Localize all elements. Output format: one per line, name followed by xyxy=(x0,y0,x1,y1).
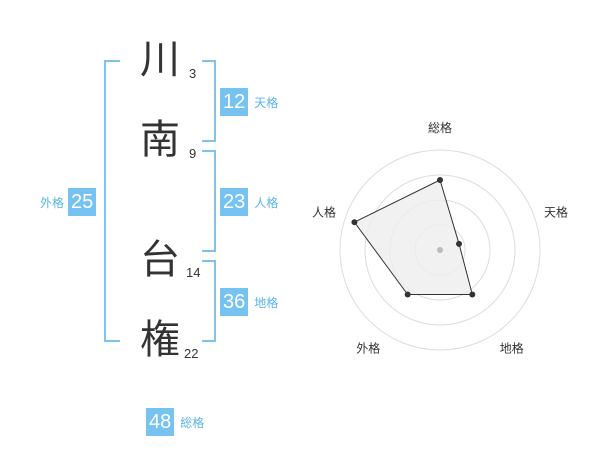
stroke-count-2: 9 xyxy=(189,146,197,161)
chikaku-badge: 36 地格 xyxy=(220,288,278,316)
stroke-count-1: 3 xyxy=(189,66,197,81)
radar-point-1 xyxy=(437,177,443,183)
radar-axis-label: 総格 xyxy=(428,120,452,135)
radar-grid-ring xyxy=(339,149,541,351)
name-char-1: 川 xyxy=(140,37,180,83)
radar-point-4 xyxy=(404,291,411,298)
jinkaku-badge: 23 人格 xyxy=(220,188,278,216)
name-char-2: 南 xyxy=(140,117,180,163)
radar-point-2 xyxy=(456,240,463,247)
radar-point-3 xyxy=(469,291,476,298)
name-char-3: 台 xyxy=(140,237,180,283)
jinkaku-value: 23 xyxy=(220,188,249,216)
tenkaku-label: 天格 xyxy=(254,95,279,110)
radar-point-5 xyxy=(351,219,358,226)
chikaku-bracket xyxy=(202,260,216,342)
stroke-count-4: 22 xyxy=(184,346,199,361)
soukaku-value: 48 xyxy=(146,408,175,436)
radar-grid-ring xyxy=(364,174,516,326)
soukaku-label: 総格 xyxy=(180,415,205,430)
radar-axis-label: 地格 xyxy=(500,341,524,356)
chikaku-label: 地格 xyxy=(254,295,279,310)
gaikaku-label: 外格 xyxy=(40,195,65,210)
chikaku-value: 36 xyxy=(220,288,249,316)
name-char-4: 権 xyxy=(140,317,180,363)
jinkaku-bracket xyxy=(202,150,216,252)
gaikaku-bracket xyxy=(104,60,120,342)
stroke-count-3: 14 xyxy=(186,265,201,280)
radar-axis-label: 天格 xyxy=(544,204,568,219)
gaikaku-value: 25 xyxy=(68,188,97,216)
tenkaku-badge: 12 天格 xyxy=(220,88,278,116)
radar-axis-label: 人格 xyxy=(312,204,336,219)
gaikaku-badge: 外格 25 xyxy=(40,188,97,216)
tenkaku-bracket xyxy=(202,60,216,142)
soukaku-badge: 48 総格 xyxy=(146,408,204,436)
radar-axis-label: 外格 xyxy=(356,341,380,356)
tenkaku-value: 12 xyxy=(220,88,249,116)
radar-center-dot xyxy=(437,247,443,253)
radar-series-polygon xyxy=(353,179,473,295)
jinkaku-label: 人格 xyxy=(254,195,279,210)
